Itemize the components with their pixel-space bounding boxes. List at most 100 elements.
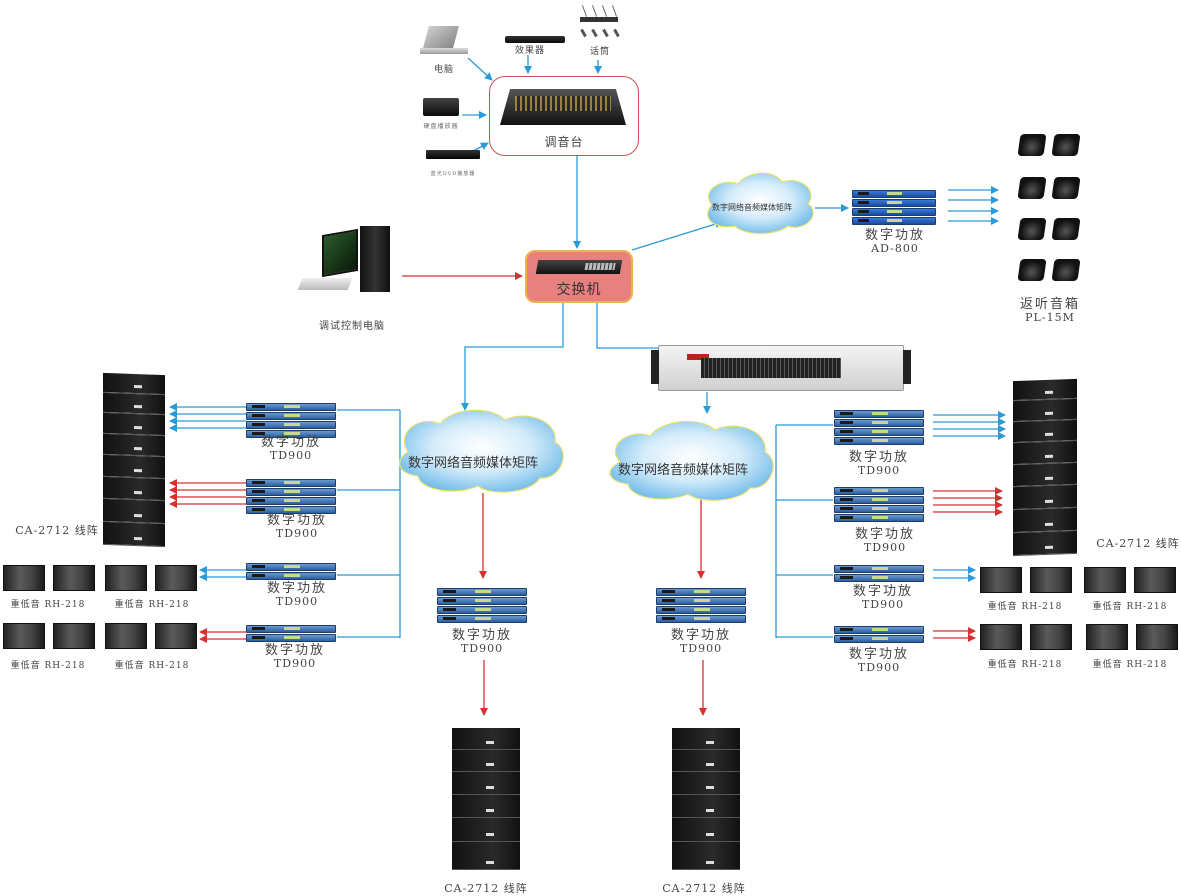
subwoofer-label: 重低音 RH-218 xyxy=(10,661,86,671)
wire-computer-mixer xyxy=(467,57,493,81)
monitor-speaker-icon xyxy=(1051,259,1081,281)
line-array-left-label: CA-2712 线阵 xyxy=(15,524,99,537)
amp-ad800-model: AD-800 xyxy=(871,242,919,255)
amp-name: 数字功放 xyxy=(854,527,915,542)
amp-name: 数字功放 xyxy=(670,628,731,643)
network-switch-icon xyxy=(535,260,623,274)
amp-name: 数字功放 xyxy=(848,647,909,662)
subwoofer-label: 重低音 RH-218 xyxy=(987,602,1063,612)
monitor-speaker-icon xyxy=(1017,134,1047,156)
subwoofer-icon xyxy=(53,623,95,649)
mixer-label: 调音台 xyxy=(544,135,584,149)
subwoofer-icon xyxy=(980,624,1022,650)
effects-label: 效果器 xyxy=(514,46,545,56)
amp-rack xyxy=(246,479,336,515)
amp-rack xyxy=(834,626,924,644)
amp-rack xyxy=(834,487,924,523)
amp-name: 数字功放 xyxy=(848,450,909,465)
mixing-console-icon xyxy=(500,89,626,125)
amp-name: 数字功放 xyxy=(451,628,512,643)
subwoofer-icon xyxy=(53,565,95,591)
line-array-right-label: CA-2712 线阵 xyxy=(1096,537,1180,550)
amp-model: TD900 xyxy=(275,595,319,608)
amp-model: TD900 xyxy=(679,642,723,655)
matrix-right-label: 数字网络音频媒体矩阵 xyxy=(618,463,749,478)
amp-name: 数字功放 xyxy=(260,435,321,450)
hdd-player-label: 硬盘播放器 xyxy=(423,123,459,130)
cloud-matrix-top xyxy=(707,172,814,235)
amp-model: TD900 xyxy=(275,527,319,540)
monitor-speaker-name: 返听音箱 xyxy=(1019,297,1080,312)
amp-rack xyxy=(656,588,746,624)
hdd-player-icon xyxy=(423,98,459,116)
monitor-speaker-icon xyxy=(1017,177,1047,199)
line-array-left xyxy=(103,372,165,548)
amp-rack xyxy=(834,410,924,446)
subwoofer-icon xyxy=(1136,624,1178,650)
subwoofer-icon xyxy=(1030,624,1072,650)
matrix-left-label: 数字网络音频媒体矩阵 xyxy=(408,456,539,471)
monitor-speaker-icon xyxy=(1051,134,1081,156)
switch-label: 交换机 xyxy=(556,282,602,298)
bluray-player-icon xyxy=(426,150,480,159)
wire-switch-processor xyxy=(596,301,660,349)
bluray-player-label: 蓝光DVD播放器 xyxy=(430,171,476,177)
line-array-right xyxy=(1013,378,1077,557)
subwoofer-icon xyxy=(3,623,45,649)
amp-name: 数字功放 xyxy=(264,643,325,658)
subwoofer-icon xyxy=(1030,567,1072,593)
amp-model: TD900 xyxy=(460,642,504,655)
amp-model: TD900 xyxy=(861,598,905,611)
amp-rack xyxy=(246,563,336,581)
amp-rack xyxy=(246,625,336,643)
subwoofer-label: 重低音 RH-218 xyxy=(114,600,190,610)
subwoofer-icon xyxy=(1084,567,1126,593)
subwoofer-icon xyxy=(3,565,45,591)
monitor-speaker-icon xyxy=(1051,218,1081,240)
amp-rack xyxy=(834,565,924,583)
wire-switch-cloud-top xyxy=(631,220,723,251)
amp-model: TD900 xyxy=(273,657,317,670)
subwoofer-label: 重低音 RH-218 xyxy=(114,661,190,671)
control-pc-icon xyxy=(297,226,396,298)
subwoofer-icon xyxy=(155,623,197,649)
amp-name: 数字功放 xyxy=(266,513,327,528)
cloud-matrix-left xyxy=(399,409,564,493)
amp-model: TD900 xyxy=(269,449,313,462)
matrix-top-label: 数字网络音频媒体矩阵 xyxy=(712,203,792,212)
cloud-matrix-right xyxy=(609,420,774,501)
subwoofer-label: 重低音 RH-218 xyxy=(987,660,1063,670)
processor-unit-icon xyxy=(651,345,911,391)
mixer-box: 调音台 xyxy=(489,76,639,156)
line-array-bottom-left-label: CA-2712 线阵 xyxy=(444,882,528,895)
line-array-bottom-left xyxy=(452,728,520,870)
control-pc-label: 调试控制电脑 xyxy=(319,321,385,332)
subwoofer-icon xyxy=(1134,567,1176,593)
subwoofer-icon xyxy=(105,565,147,591)
monitor-speaker-icon xyxy=(1017,218,1047,240)
amp-name: 数字功放 xyxy=(852,584,913,599)
line-array-bottom-right xyxy=(672,728,740,870)
monitor-speaker-model: PL-15M xyxy=(1025,311,1075,324)
network-switch-box: 交换机 xyxy=(525,250,633,303)
line-array-bottom-right-label: CA-2712 线阵 xyxy=(662,882,746,895)
amp-model: TD900 xyxy=(857,464,901,477)
subwoofer-icon xyxy=(105,623,147,649)
subwoofer-icon xyxy=(980,567,1022,593)
amp-ad800-rack xyxy=(852,190,936,226)
amp-model: TD900 xyxy=(863,541,907,554)
computer-label: 电脑 xyxy=(433,65,454,75)
microphones-label: 话筒 xyxy=(589,47,610,57)
subwoofer-label: 重低音 RH-218 xyxy=(1092,660,1168,670)
amp-name: 数字功放 xyxy=(266,581,327,596)
amp-model: TD900 xyxy=(857,661,901,674)
amp-rack xyxy=(246,403,336,439)
monitor-speaker-icon xyxy=(1017,259,1047,281)
microphones-icon xyxy=(576,3,624,41)
monitor-speaker-icon xyxy=(1051,177,1081,199)
effects-unit-icon xyxy=(505,36,565,43)
amp-rack xyxy=(437,588,527,624)
subwoofer-label: 重低音 RH-218 xyxy=(1092,602,1168,612)
amp-ad800-name: 数字功放 xyxy=(864,228,925,243)
